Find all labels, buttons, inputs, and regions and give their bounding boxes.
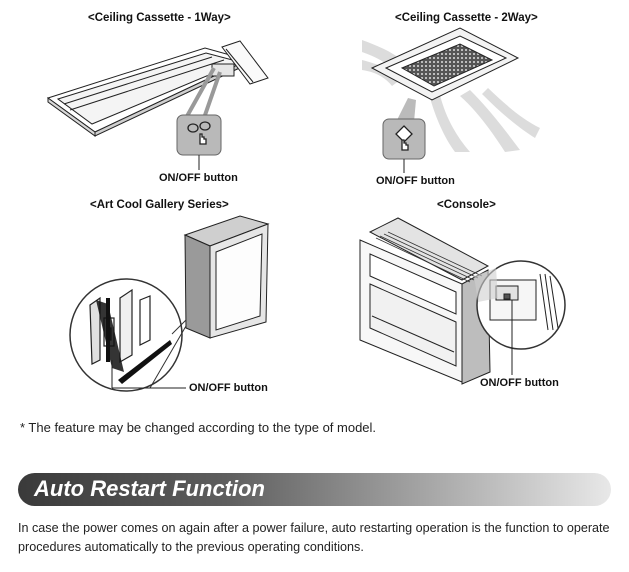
caption-ceiling-cassette-1way: <Ceiling Cassette - 1Way> [88, 12, 231, 24]
onoff-button-icon [395, 125, 413, 151]
onoff-button-label-1way: ON/OFF button [159, 172, 238, 184]
model-note: * The feature may be changed according t… [20, 420, 377, 435]
section-title: Auto Restart Function [34, 476, 265, 501]
onoff-button-label-console: ON/OFF button [480, 377, 559, 389]
onoff-button-label-artcool: ON/OFF button [189, 382, 268, 394]
caption-art-cool-gallery: <Art Cool Gallery Series> [90, 199, 229, 211]
section-body: In case the power comes on again after a… [18, 521, 610, 554]
caption-console: <Console> [437, 199, 496, 211]
onoff-button-label-2way: ON/OFF button [376, 175, 455, 187]
section-banner: Auto Restart Function [18, 473, 611, 506]
onoff-button-icon [187, 121, 211, 145]
caption-ceiling-cassette-2way: <Ceiling Cassette - 2Way> [395, 12, 538, 24]
